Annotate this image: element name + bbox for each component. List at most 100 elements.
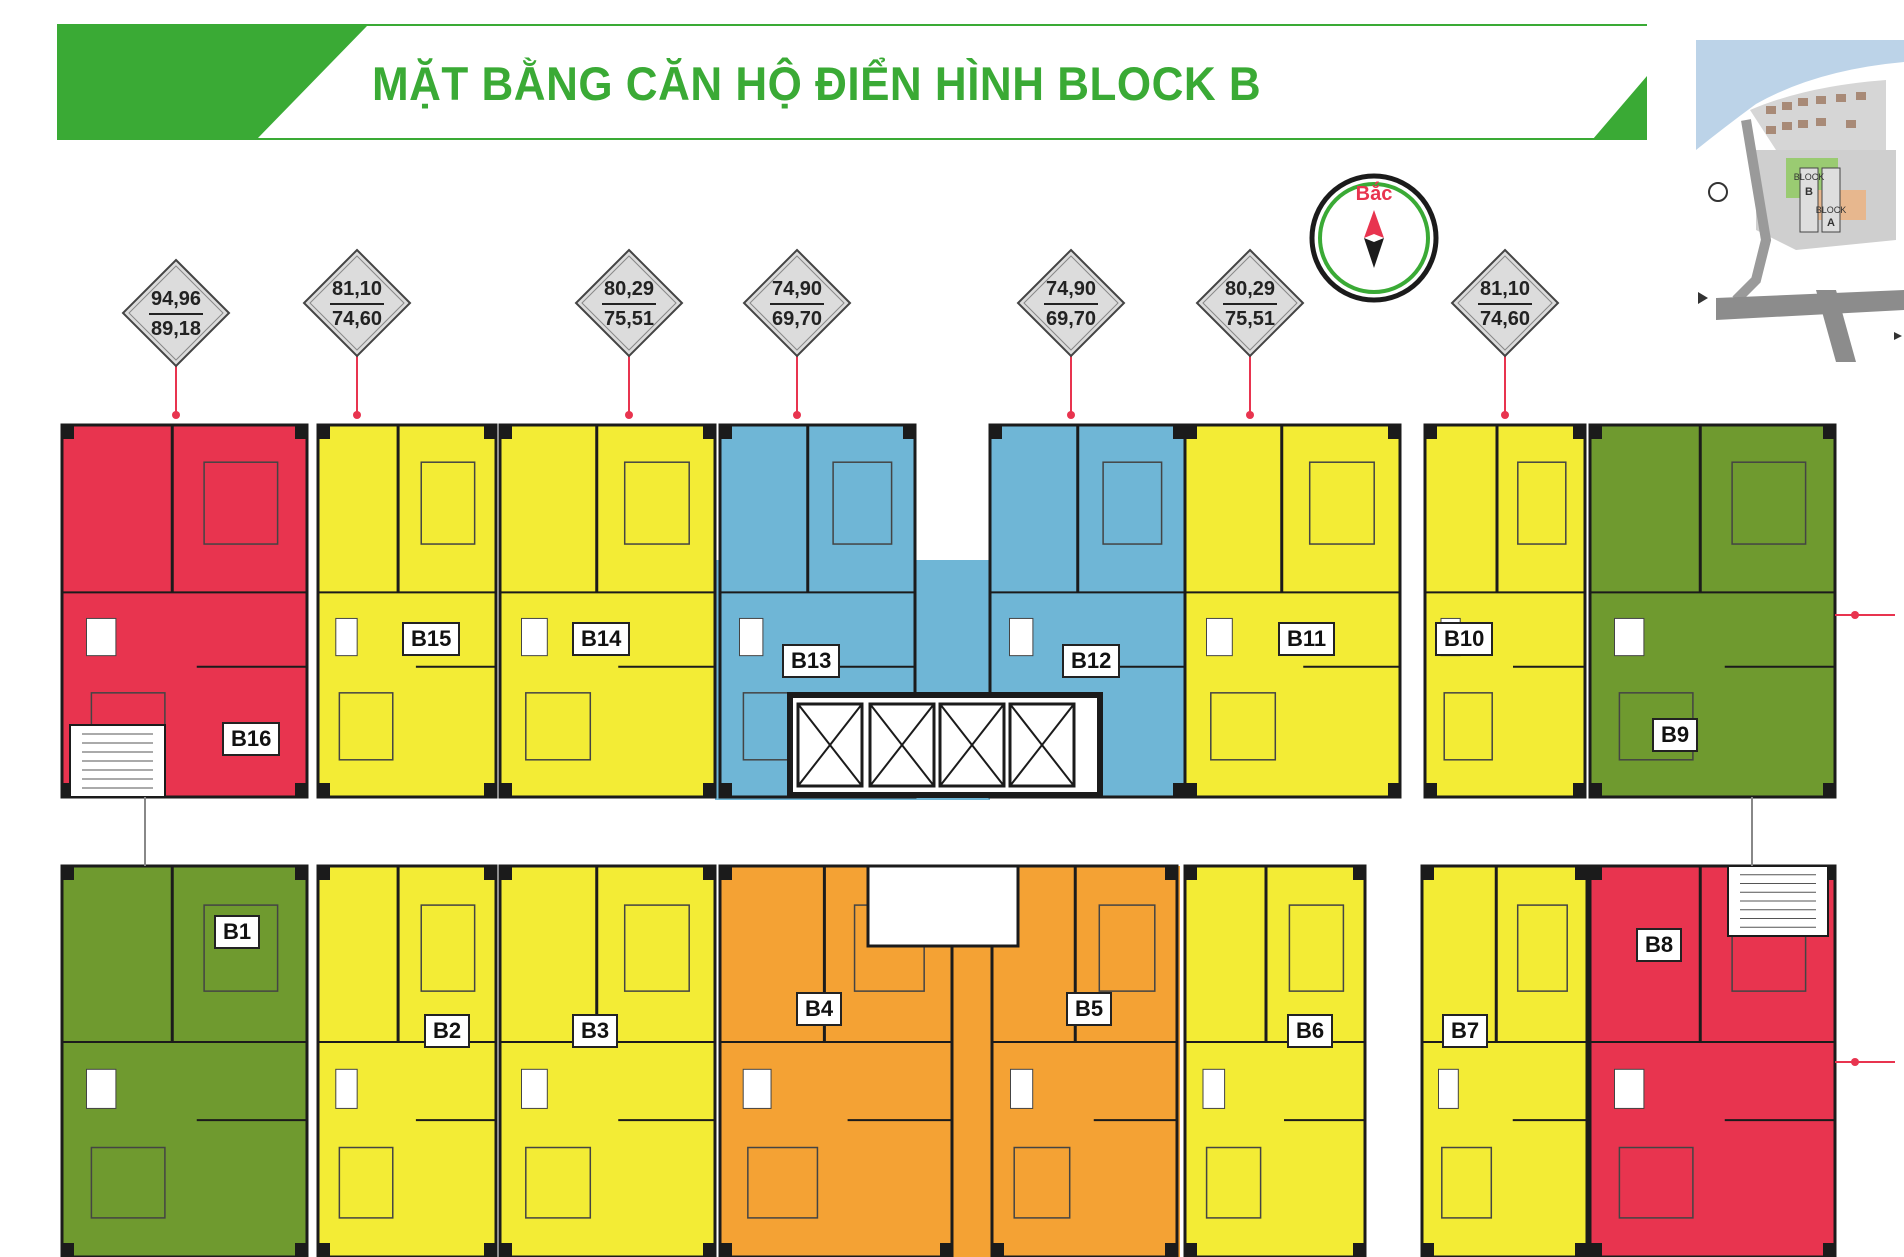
pillar (1590, 783, 1602, 797)
pillar (62, 425, 74, 439)
unit-label-b8: B8 (1636, 928, 1683, 962)
table-icon (335, 1068, 358, 1109)
unit-fill (1183, 864, 1367, 1257)
tag-area-top: 81,10 (1479, 278, 1531, 300)
pillar (1823, 425, 1835, 439)
bed-icon (338, 692, 394, 761)
pillar (484, 783, 496, 797)
tag-dot (1246, 411, 1254, 419)
elevator-cross (869, 703, 935, 787)
elevator-3 (938, 702, 1006, 788)
sitemap-block-b-caption: BLOCK (1794, 172, 1825, 182)
pillar (1185, 425, 1197, 439)
tag-diamond (1450, 248, 1560, 358)
bed-icon (1618, 1146, 1694, 1219)
unit-fill (316, 423, 498, 799)
bed-icon (623, 904, 690, 992)
table-icon (1614, 617, 1645, 657)
unit-b2 (316, 864, 498, 1257)
bed-icon (420, 461, 476, 545)
bed-icon (525, 1146, 592, 1219)
tag-dot (172, 411, 180, 419)
pillar (295, 783, 307, 797)
compass-label: Bắc (1356, 181, 1393, 205)
sitemap-block-b-label: B (1805, 186, 1813, 198)
pillar (1165, 866, 1177, 880)
unit-b14 (498, 423, 717, 799)
tag-diamond (742, 248, 852, 358)
unit-label-b9: B9 (1652, 718, 1699, 752)
bed-icon (1013, 1146, 1071, 1219)
bed-icon (1205, 1146, 1262, 1219)
unit-b6 (1183, 864, 1367, 1257)
bed-icon (747, 1146, 819, 1219)
table-icon (521, 617, 548, 657)
pillar (318, 866, 330, 880)
unit-label-b13: B13 (782, 644, 841, 678)
bed-icon (1731, 461, 1807, 545)
pillar (1575, 1243, 1587, 1257)
elevator-cross (797, 703, 863, 787)
unit-b11 (1183, 423, 1402, 799)
bed-icon (1516, 904, 1568, 992)
pillar (1590, 425, 1602, 439)
unit-fill (1183, 423, 1402, 799)
tag-dot (1501, 411, 1509, 419)
unit-b7 (1420, 864, 1589, 1257)
tag-dot (1067, 411, 1075, 419)
tag-area-bottom: 69,70 (771, 308, 823, 330)
pillar (1425, 425, 1437, 439)
table-icon (1010, 1068, 1034, 1109)
tag-dot (793, 411, 801, 419)
unit-label-b4: B4 (796, 992, 843, 1026)
staircase-1 (69, 724, 166, 798)
unit-label-b16: B16 (222, 722, 281, 756)
bed-icon (1517, 461, 1567, 545)
pillar (1388, 783, 1400, 797)
sitemap-marker-icon (1708, 182, 1728, 202)
table-icon (1009, 617, 1034, 657)
pillar (500, 425, 512, 439)
bed-icon (1102, 461, 1163, 545)
pillar (992, 1243, 1004, 1257)
site-map: BLOCK B BLOCK A (1696, 40, 1904, 362)
tag-dot (1851, 611, 1859, 619)
unit-label-b2: B2 (424, 1014, 471, 1048)
pillar (318, 425, 330, 439)
elevator-1 (796, 702, 864, 788)
bed-icon (1098, 904, 1156, 992)
pillar (1185, 866, 1197, 880)
table-icon (1202, 1068, 1226, 1109)
pillar (940, 1243, 952, 1257)
unit-label-b5: B5 (1066, 992, 1113, 1026)
table-icon (86, 617, 117, 657)
pillar (500, 866, 512, 880)
pillar (720, 425, 732, 439)
tag-area-top: 94,96 (150, 288, 202, 310)
pillar (1388, 425, 1400, 439)
pillar (903, 425, 915, 439)
tag-dot (353, 411, 361, 419)
unit-b1 (60, 864, 309, 1257)
bed-icon (623, 461, 690, 545)
unit-label-b14: B14 (572, 622, 631, 656)
pillar (703, 866, 715, 880)
pillar (1165, 1243, 1177, 1257)
unit-label-b3: B3 (572, 1014, 619, 1048)
bed-icon (1308, 461, 1375, 545)
pillar (703, 783, 715, 797)
bed-icon (203, 904, 279, 992)
unit-b9 (1588, 423, 1837, 799)
unit-b3 (498, 864, 717, 1257)
tag-area-top: 80,29 (1224, 278, 1276, 300)
unit-b10 (1423, 423, 1587, 799)
unit-fill (498, 864, 717, 1257)
table-icon (1438, 1068, 1459, 1109)
unit-fill (498, 423, 717, 799)
tag-area-top: 80,29 (603, 278, 655, 300)
unit-b5 (990, 864, 1179, 1257)
bed-icon (420, 904, 476, 992)
unit-label-b7: B7 (1442, 1014, 1489, 1048)
unit-fill (1423, 423, 1587, 799)
